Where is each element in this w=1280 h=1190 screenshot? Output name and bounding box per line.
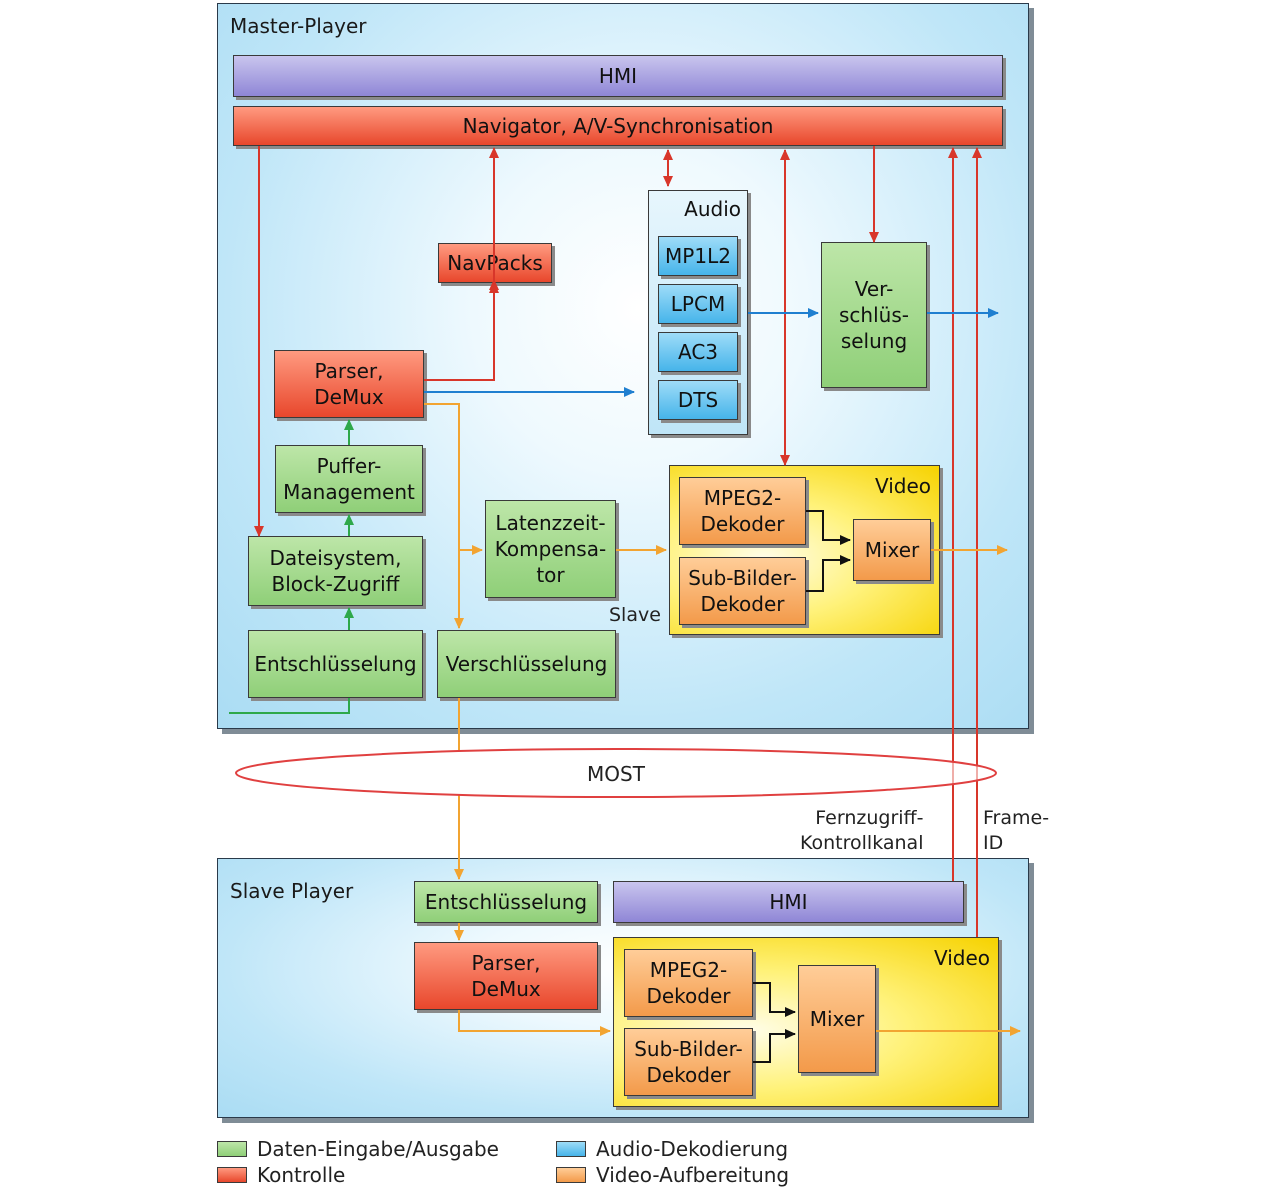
slave-mixer-box: Mixer xyxy=(798,965,876,1073)
legend-item-data-io: Daten-Eingabe/Ausgabe xyxy=(217,1137,499,1161)
master-subbilder-box: Sub-Bilder- Dekoder xyxy=(679,557,806,625)
data-lines xyxy=(229,419,354,714)
mixer-input-lines xyxy=(753,510,851,1063)
legend-item-video: Video-Aufbereitung xyxy=(556,1163,789,1187)
audio-codec-lpcm: LPCM xyxy=(658,284,738,324)
latenzzeit-label: Latenzzeit- Kompensa- tor xyxy=(494,511,607,587)
slave-parser-label: Parser, DeMux xyxy=(471,951,541,1001)
most-label: MOST xyxy=(587,762,646,786)
master-parser-box: Parser, DeMux xyxy=(274,350,424,418)
control-lines xyxy=(254,146,982,937)
slave-mpeg2-box: MPEG2- Dekoder xyxy=(624,949,753,1017)
slave-mpeg2-label: MPEG2- Dekoder xyxy=(646,958,731,1008)
dateisystem-label: Dateisystem, Block-Zugriff xyxy=(269,546,402,596)
video-lines xyxy=(424,403,1021,1036)
frameid-label: Frame- ID xyxy=(983,807,1050,854)
navigator-label: Navigator, A/V-Synchronisation xyxy=(462,114,774,138)
master-player-title: Master-Player xyxy=(230,14,367,38)
master-entschluesselung-label: Entschlüsselung xyxy=(254,652,417,676)
latenzzeit-box: Latenzzeit- Kompensa- tor xyxy=(485,500,616,598)
puffer-management-box: Puffer- Management xyxy=(275,445,423,513)
slave-parser-box: Parser, DeMux xyxy=(414,942,598,1010)
master-hmi-bar: HMI xyxy=(233,55,1003,97)
legend-swatch-audio xyxy=(556,1141,586,1157)
master-parser-label: Parser, DeMux xyxy=(314,359,384,409)
legend-swatch-data-io xyxy=(217,1141,247,1157)
slave-player-title: Slave Player xyxy=(230,879,354,903)
audio-codec-mp1l2: MP1L2 xyxy=(658,236,738,276)
slave-entschluesselung-label: Entschlüsselung xyxy=(424,890,588,914)
master-verschluesselung-label: Verschlüsselung xyxy=(445,652,608,676)
legend-item-control: Kontrolle xyxy=(217,1163,345,1187)
slave-subbilder-box: Sub-Bilder- Dekoder xyxy=(624,1028,753,1096)
legend-swatch-control xyxy=(217,1167,247,1183)
slave-hmi-bar: HMI xyxy=(613,881,964,923)
most-ring xyxy=(235,748,997,798)
legend-swatch-video xyxy=(556,1167,586,1183)
slave-video-label: Video xyxy=(933,946,990,970)
legend-label-control: Kontrolle xyxy=(257,1163,346,1187)
slave-entschluesselung-box: Entschlüsselung xyxy=(414,881,598,923)
master-mpeg2-label: MPEG2- Dekoder xyxy=(700,486,785,536)
audio-codec-mp1l2-label: MP1L2 xyxy=(665,244,731,268)
slave-hmi-label: HMI xyxy=(769,890,808,914)
slave-side-label: Slave xyxy=(609,604,661,626)
master-mixer-label: Mixer xyxy=(864,538,920,562)
navigator-bar: Navigator, A/V-Synchronisation xyxy=(233,106,1003,146)
slave-mixer-label: Mixer xyxy=(809,1007,865,1031)
slave-subbilder-label: Sub-Bilder- Dekoder xyxy=(634,1037,743,1087)
fernzugriff-label: Fernzugriff- Kontrollkanal xyxy=(800,807,924,854)
audio-label: Audio xyxy=(684,197,741,221)
audio-codec-lpcm-label: LPCM xyxy=(670,292,726,316)
master-entschluesselung-box: Entschlüsselung xyxy=(248,630,423,698)
legend-item-audio: Audio-Dekodierung xyxy=(556,1137,788,1161)
puffer-management-label: Puffer- Management xyxy=(283,454,415,504)
master-video-label: Video xyxy=(874,474,931,498)
legend-label-audio: Audio-Dekodierung xyxy=(596,1137,789,1161)
audio-codec-ac3-label: AC3 xyxy=(677,340,719,364)
dateisystem-box: Dateisystem, Block-Zugriff xyxy=(248,536,423,606)
master-mixer-box: Mixer xyxy=(853,519,931,581)
master-mpeg2-box: MPEG2- Dekoder xyxy=(679,477,806,545)
audio-codec-dts: DTS xyxy=(658,380,738,420)
master-hmi-label: HMI xyxy=(598,64,638,88)
master-verschluesselung-box: Verschlüsselung xyxy=(437,630,616,698)
audio-codec-dts-label: DTS xyxy=(677,388,719,412)
audio-verschluesselung-label: Ver- schlüs- selung xyxy=(839,277,909,353)
master-subbilder-label: Sub-Bilder- Dekoder xyxy=(688,566,797,616)
legend-label-data-io: Daten-Eingabe/Ausgabe xyxy=(257,1137,499,1161)
audio-lines xyxy=(424,308,999,397)
audio-codec-ac3: AC3 xyxy=(658,332,738,372)
legend-label-video: Video-Aufbereitung xyxy=(596,1163,790,1187)
